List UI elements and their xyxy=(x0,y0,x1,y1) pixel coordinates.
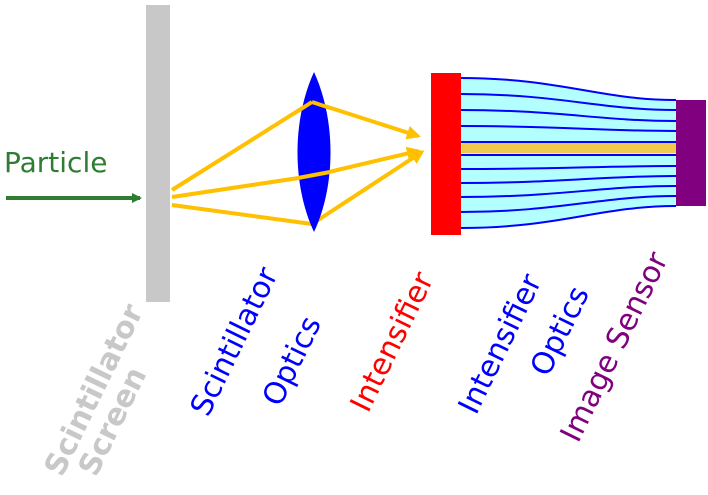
intensifier-block xyxy=(431,73,461,235)
scintillator-optics-label-line2: Optics xyxy=(256,311,329,412)
intensifier-optics xyxy=(459,77,677,229)
scintillator-screen xyxy=(146,5,170,302)
light-rays xyxy=(170,99,425,227)
particle-label: Particle xyxy=(4,146,107,179)
light-ray-bottom xyxy=(171,150,425,227)
intensifier-label: Intensifier xyxy=(344,266,442,417)
scintillator-lens xyxy=(297,72,331,232)
light-rays-inside-lens xyxy=(296,100,331,180)
image-sensor-block xyxy=(676,100,706,206)
fiber-highlight xyxy=(462,143,676,153)
light-ray-middle xyxy=(171,146,421,199)
fiber-lines xyxy=(459,77,677,229)
